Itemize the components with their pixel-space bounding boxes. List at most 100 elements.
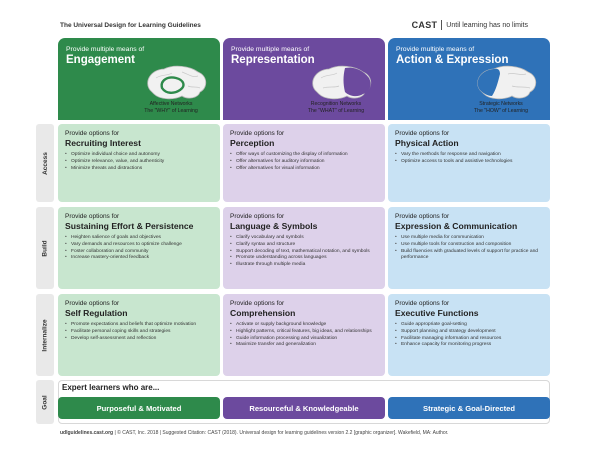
cell-expression-communication: Provide options for Expression & Communi… — [388, 207, 550, 289]
cast-brand: CAST Until learning has no limits — [412, 20, 528, 30]
header-title: Engagement — [66, 54, 136, 66]
guideline-list: Activate or supply background knowledge … — [230, 322, 378, 349]
network-sub: The "HOW" of Learning — [473, 107, 529, 114]
list-item: Promote understanding across languages — [230, 255, 378, 261]
list-item: Minimize threats and distractions — [65, 166, 213, 172]
cell-title: Recruiting Interest — [65, 138, 141, 148]
cell-language-symbols: Provide options for Language & Symbols C… — [223, 207, 385, 289]
network-sub: The "WHY" of Learning — [144, 107, 198, 114]
header-title: Action & Expression — [396, 54, 509, 66]
footer-citation: udlguidelines.cast.org | © CAST, Inc. 20… — [60, 430, 448, 436]
cell-title: Expression & Communication — [395, 221, 518, 231]
list-item: Activate or supply background knowledge — [230, 322, 378, 328]
guideline-list: Optimize individual choice and autonomy … — [65, 152, 213, 172]
list-item: Vary demands and resources to optimize c… — [65, 242, 213, 248]
list-item: Offer ways of customizing the display of… — [230, 152, 378, 158]
brain-icon — [147, 65, 207, 100]
goal-strategic-goal-directed: Strategic & Goal-Directed — [388, 397, 550, 419]
list-item: Increase mastery-oriented feedback — [65, 255, 213, 261]
network-name: Affective Networks — [149, 101, 193, 108]
list-item: Facilitate managing information and reso… — [395, 336, 543, 342]
list-item: Maximize transfer and generalization — [230, 342, 378, 348]
list-item: Use multiple tools for construction and … — [395, 242, 543, 248]
cell-comprehension: Provide options for Comprehension Activa… — [223, 294, 385, 376]
guideline-list: Offer ways of customizing the display of… — [230, 152, 378, 172]
goal-purposeful-motivated: Purposeful & Motivated — [58, 397, 220, 419]
list-item: Build fluencies with graduated levels of… — [395, 249, 543, 261]
cell-pre: Provide options for — [65, 213, 120, 220]
list-item: Support planning and strategy developmen… — [395, 329, 543, 335]
list-item: Clarify vocabulary and symbols — [230, 235, 378, 241]
cell-title: Sustaining Effort & Persistence — [65, 221, 194, 231]
cell-title: Perception — [230, 138, 275, 148]
guideline-list: Guide appropriate goal-setting Support p… — [395, 322, 543, 349]
list-item: Develop self-assessment and reflection — [65, 336, 213, 342]
list-item: Foster collaboration and community — [65, 249, 213, 255]
list-item: Offer alternatives for auditory informat… — [230, 159, 378, 165]
header-representation: Provide multiple means of Representation… — [223, 38, 385, 120]
network-sub: The "WHAT" of Learning — [307, 107, 365, 114]
list-item: Facilitate personal coping skills and st… — [65, 329, 213, 335]
cell-title: Language & Symbols — [230, 221, 318, 231]
guideline-list: Heighten salience of goals and objective… — [65, 235, 213, 262]
guideline-list: Vary the methods for response and naviga… — [395, 152, 543, 165]
guideline-list: Promote expectations and beliefs that op… — [65, 322, 213, 342]
brand-name: CAST — [411, 20, 438, 30]
cell-pre: Provide options for — [395, 213, 450, 220]
list-item: Vary the methods for response and naviga… — [395, 152, 543, 158]
cell-executive-functions: Provide options for Executive Functions … — [388, 294, 550, 376]
header-pre: Provide multiple means of — [396, 46, 475, 53]
cell-pre: Provide options for — [230, 213, 285, 220]
goal-heading: Expert learners who are... — [62, 383, 160, 392]
document-title: The Universal Design for Learning Guidel… — [60, 22, 201, 29]
footer-text: | © CAST, Inc. 2018 | Suggested Citation… — [113, 430, 449, 436]
cell-sustaining-effort: Provide options for Sustaining Effort & … — [58, 207, 220, 289]
row-label-internalize: Internalize — [36, 294, 54, 376]
brand-tagline: Until learning has no limits — [446, 21, 528, 29]
header-title: Representation — [231, 54, 315, 66]
cell-pre: Provide options for — [395, 130, 450, 137]
cell-pre: Provide options for — [65, 130, 120, 137]
list-item: Guide information processing and visuali… — [230, 336, 378, 342]
network-label: Strategic Networks The "HOW" of Learning — [466, 101, 536, 114]
footer-site-link[interactable]: udlguidelines.cast.org — [60, 430, 114, 436]
guideline-list: Use multiple media for communication Use… — [395, 235, 543, 261]
list-item: Enhance capacity for monitoring progress — [395, 342, 543, 348]
list-item: Optimize individual choice and autonomy — [65, 152, 213, 158]
cell-pre: Provide options for — [230, 130, 285, 137]
brain-icon — [477, 65, 537, 100]
row-label-access: Access — [36, 124, 54, 202]
list-item: Guide appropriate goal-setting — [395, 322, 543, 328]
list-item: Promote expectations and beliefs that op… — [65, 322, 213, 328]
goal-resourceful-knowledgeable: Resourceful & Knowledgeable — [223, 397, 385, 419]
network-name: Strategic Networks — [479, 101, 523, 108]
list-item: Offer alternatives for visual informatio… — [230, 166, 378, 172]
header-pre: Provide multiple means of — [231, 46, 310, 53]
cell-title: Physical Action — [395, 138, 459, 148]
cell-recruiting-interest: Provide options for Recruiting Interest … — [58, 124, 220, 202]
list-item: Support decoding of text, mathematical n… — [230, 249, 378, 255]
cell-self-regulation: Provide options for Self Regulation Prom… — [58, 294, 220, 376]
cell-pre: Provide options for — [230, 300, 285, 307]
cell-title: Comprehension — [230, 308, 296, 318]
header-action-expression: Provide multiple means of Action & Expre… — [388, 38, 550, 120]
list-item: Clarify syntax and structure — [230, 242, 378, 248]
list-item: Use multiple media for communication — [395, 235, 543, 241]
header-pre: Provide multiple means of — [66, 46, 145, 53]
row-label-build: Build — [36, 207, 54, 289]
cell-title: Executive Functions — [395, 308, 479, 318]
header-engagement: Provide multiple means of Engagement Aff… — [58, 38, 220, 120]
brain-icon — [312, 65, 372, 100]
cell-physical-action: Provide options for Physical Action Vary… — [388, 124, 550, 202]
brand-divider — [441, 20, 443, 30]
list-item: Optimize access to tools and assistive t… — [395, 159, 543, 165]
network-label: Recognition Networks The "WHAT" of Learn… — [301, 101, 371, 114]
cell-pre: Provide options for — [65, 300, 120, 307]
cell-title: Self Regulation — [65, 308, 128, 318]
cell-perception: Provide options for Perception Offer way… — [223, 124, 385, 202]
list-item: Optimize relevance, value, and authentic… — [65, 159, 213, 165]
network-name: Recognition Networks — [310, 101, 362, 108]
network-label: Affective Networks The "WHY" of Learning — [136, 101, 206, 114]
cell-pre: Provide options for — [395, 300, 450, 307]
guideline-list: Clarify vocabulary and symbols Clarify s… — [230, 235, 378, 269]
